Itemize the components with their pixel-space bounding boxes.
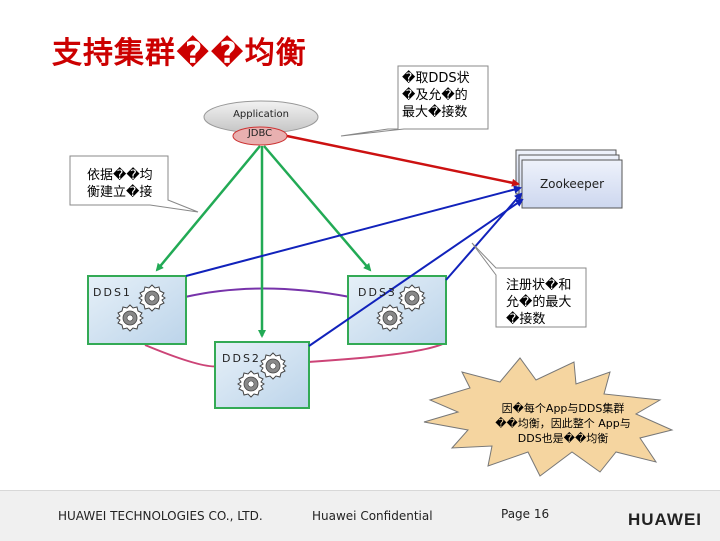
jdbc-label: JDBC (247, 128, 273, 139)
burst-note-text: 因�每个App与DDS集群 ��均衡，因此整个 App与 DDS也是��均衡 (480, 401, 646, 446)
callout-right-text: 注册状�和 允�的最大 �接数 (506, 277, 571, 328)
dds3-label: DDS3 (358, 286, 397, 299)
page-title: 支持集群��均衡 (52, 36, 307, 71)
footer-bar (0, 490, 720, 541)
callout-top-text: �取DDS状 �及允�的 最大�接数 (402, 70, 470, 121)
footer-company: HUAWEI TECHNOLOGIES CO., LTD. (58, 509, 263, 523)
note-burst (423, 357, 674, 477)
callout-top-bubble (340, 65, 489, 137)
jdbc-to-dds-arrows (155, 145, 372, 338)
callout-line: �取DDS状 (402, 71, 470, 86)
burst-line: 因�每个App与DDS集群 (501, 402, 625, 415)
burst-line: ��均衡，因此整个 App与 (495, 417, 631, 430)
dds3-node (347, 275, 447, 345)
dds2-label: DDS2 (222, 352, 261, 365)
callout-line: 衡建立�接 (87, 185, 153, 200)
zookeeper-node (515, 149, 623, 209)
huawei-logo-text: HUAWEI (628, 510, 702, 529)
callout-line: 依据��均 (87, 168, 153, 183)
callout-left-bubble (69, 155, 199, 213)
callout-line: 允�的最大 (506, 295, 572, 310)
callout-line: �及允�的 (402, 88, 468, 103)
callout-left-text: 依据��均 衡建立�接 (87, 167, 153, 201)
dds-to-zookeeper-arrows (185, 185, 524, 347)
footer-confidential: Huawei Confidential (312, 509, 433, 523)
dds1-label: DDS1 (93, 286, 132, 299)
application-label: Application (233, 109, 289, 120)
dds1-node (87, 275, 187, 345)
callout-right-bubble (471, 242, 587, 328)
burst-line: DDS也是��均衡 (517, 432, 609, 445)
callout-line: �接数 (506, 312, 546, 327)
footer-page-number: Page 16 (501, 507, 550, 521)
jdbc-to-zookeeper-arrow (286, 134, 520, 187)
callout-line: 最大�接数 (402, 105, 468, 120)
dds2-node (214, 341, 310, 409)
zookeeper-label: Zookeeper (539, 177, 605, 191)
callout-line: 注册状�和 (506, 278, 572, 293)
